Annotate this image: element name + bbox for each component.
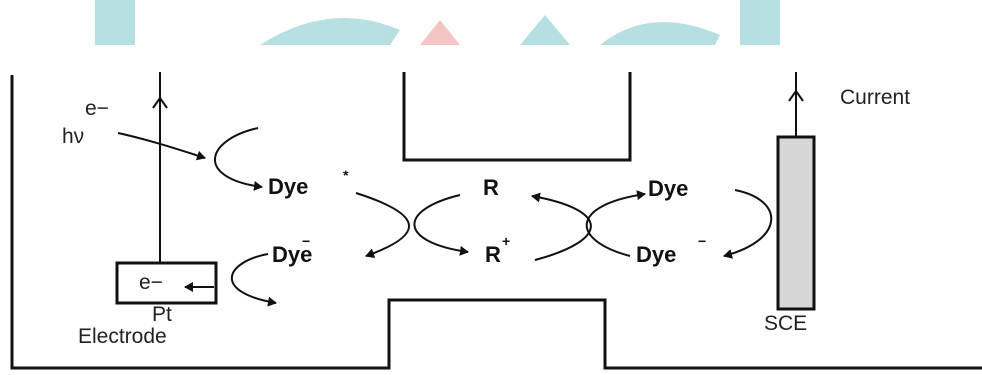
reduction-arc-right xyxy=(531,192,592,261)
sce-tube xyxy=(776,135,816,311)
current-up-arrow-icon xyxy=(788,89,804,102)
pt-label: Pt xyxy=(152,303,172,326)
hv-light-arrow-icon xyxy=(117,132,206,161)
excitation-arc xyxy=(214,127,263,191)
dye-anion-right-superscript: − xyxy=(698,233,706,249)
dye-excited-superscript: * xyxy=(343,167,349,183)
watermark xyxy=(95,0,780,45)
current-label: Current xyxy=(840,86,910,109)
dye-anion-left-label: Dye xyxy=(272,242,312,267)
pt-electrode-box xyxy=(115,261,218,305)
r-plus-superscript: + xyxy=(502,233,510,249)
electrode-label: Electrode xyxy=(78,325,167,348)
sce-exchange-arc xyxy=(723,189,773,259)
dye-anion-left-superscript: − xyxy=(302,233,310,249)
r-plus-label: R xyxy=(485,242,501,267)
e-minus-up-arrow-icon xyxy=(152,96,168,109)
e-minus-box-label: e− xyxy=(139,271,163,294)
dye-right-top-label: Dye xyxy=(648,176,688,201)
regeneration-arc-right xyxy=(585,190,646,257)
e-minus-top-label: e− xyxy=(85,97,109,120)
dye-excited-label: Dye xyxy=(268,174,308,199)
r-label: R xyxy=(483,175,499,200)
dye-anion-right-label: Dye xyxy=(636,242,676,267)
cell-wall xyxy=(10,75,982,370)
hv-label: hν xyxy=(62,125,84,148)
pt-electron-arc xyxy=(230,253,277,307)
electron-transfer-arc-left xyxy=(355,192,410,259)
top-compartment xyxy=(402,72,632,162)
sce-label: SCE xyxy=(764,312,807,335)
oxidation-arc-left xyxy=(413,194,469,256)
